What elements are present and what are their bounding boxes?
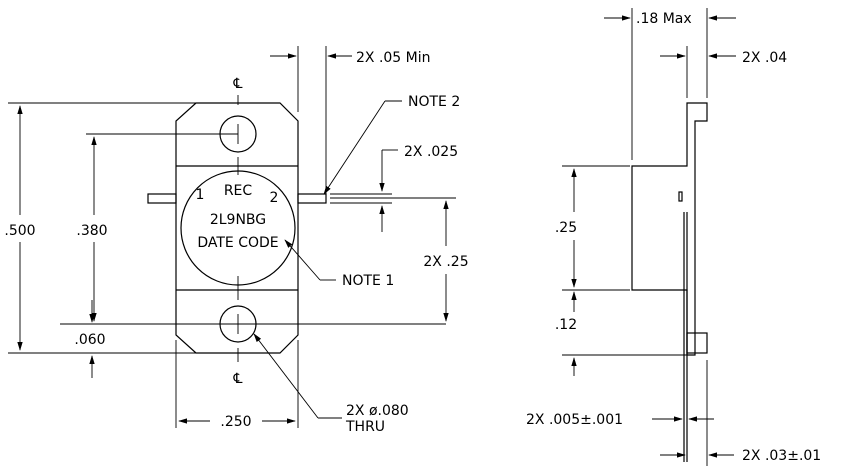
dim-flange: 2X .03±.01 [742, 448, 821, 464]
hole-callout-thru: THRU [345, 419, 385, 435]
marking-line-2: 2L9NBG [210, 212, 266, 228]
lid-circle [180, 170, 296, 286]
dim-hole-spacing: .380 [76, 223, 107, 239]
centerline-symbol-bottom: ℄ [233, 371, 243, 387]
dim-bottom-offset: .060 [74, 332, 105, 348]
marking-line-3: DATE CODE [197, 235, 278, 251]
note-2-label: NOTE 2 [408, 94, 460, 110]
hole-callout-size: 2X ø.080 [346, 403, 409, 419]
dim-lead-min: 2X .05 Min [356, 50, 431, 66]
note-1-leader [284, 239, 321, 281]
side-lower-tab [686, 332, 708, 354]
note-1-label: NOTE 1 [342, 273, 394, 289]
dim-width: .250 [220, 414, 251, 430]
hole-callout-leader [253, 333, 319, 419]
dim-lead-thickness: 2X .025 [404, 144, 458, 160]
marking-line-1: REC [224, 183, 253, 199]
pin-2-label: 2 [270, 190, 279, 206]
centerline-symbol-top: ℄ [233, 76, 243, 92]
dim-lower: .12 [555, 317, 577, 333]
front-view: ℄ ℄ 1 2 REC 2L9NBG DATE CODE .500 .380 .… [4, 46, 469, 435]
side-body-profile [631, 102, 708, 356]
dim-lead-height: 2X .25 [423, 254, 468, 270]
note-2-leader [323, 100, 386, 195]
side-view: .18 Max 2X .04 .25 .12 2X .005±.001 2X .… [526, 8, 821, 466]
pin-1-label: 1 [196, 187, 205, 203]
dim-tab: 2X .04 [742, 50, 787, 66]
lead-2 [297, 193, 327, 204]
dim-max: .18 Max [636, 11, 692, 27]
dim-overall-height: .500 [4, 223, 35, 239]
dim-body: .25 [555, 220, 577, 236]
lead-1 [147, 193, 177, 204]
package-outline [175, 102, 299, 354]
dim-lead-thk: 2X .005±.001 [526, 412, 623, 428]
side-lead-slot [678, 191, 683, 202]
